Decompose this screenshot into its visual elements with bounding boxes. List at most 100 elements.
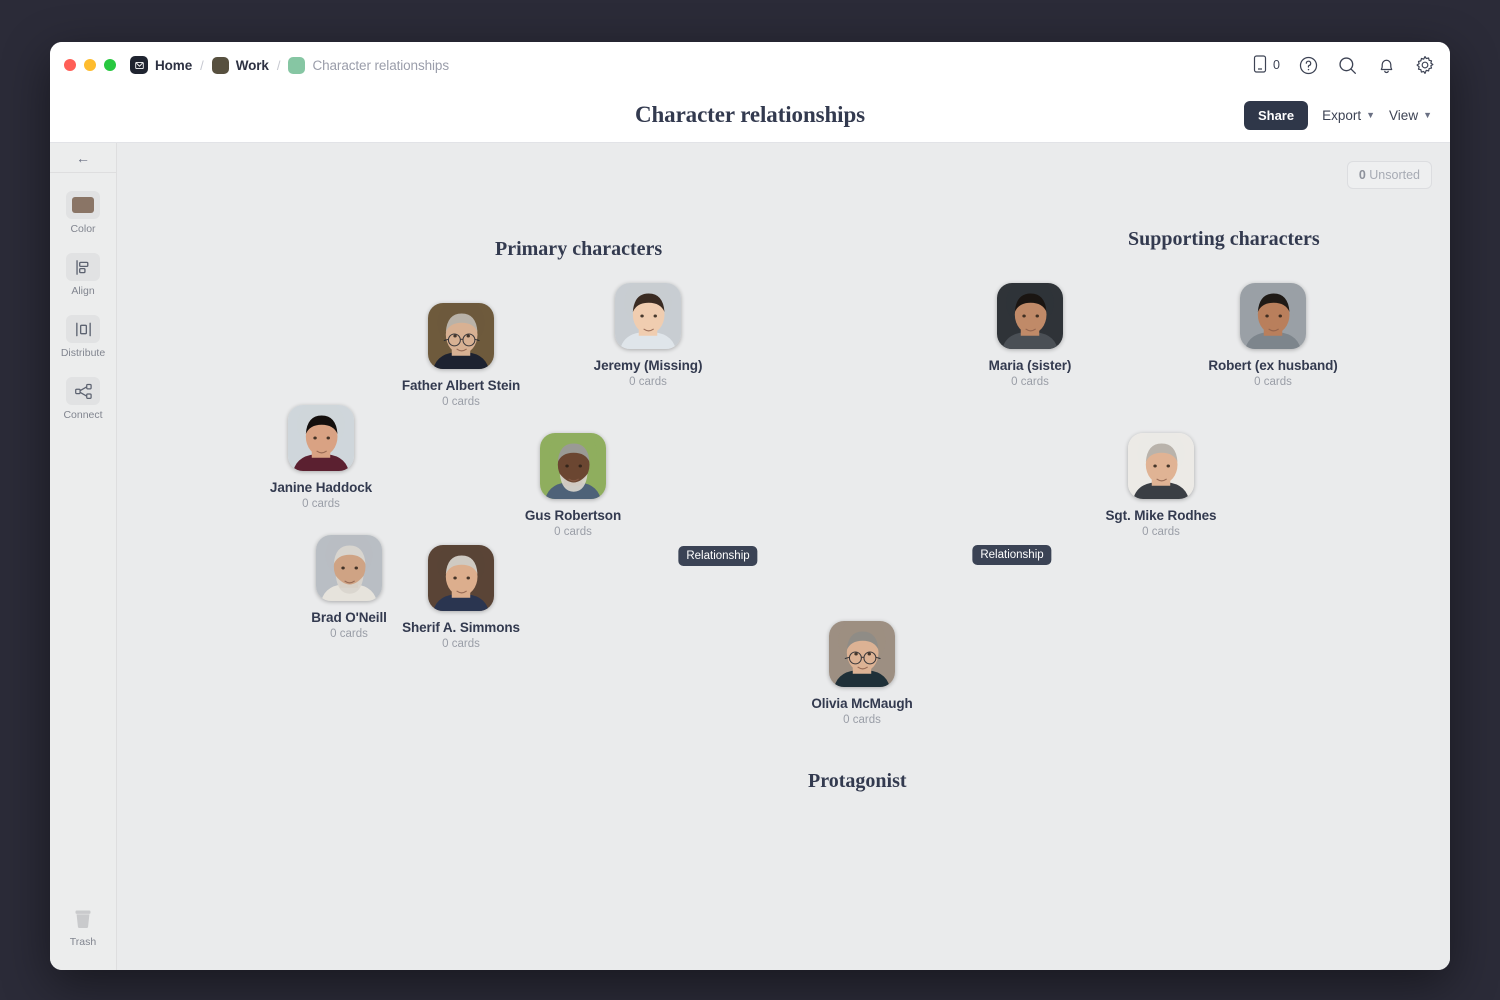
character-name-olivia-mcmaugh: Olivia McMaugh xyxy=(811,696,913,711)
tool-color-label: Color xyxy=(70,223,96,235)
close-window-button[interactable] xyxy=(64,59,76,71)
notifications-bell-icon[interactable] xyxy=(1375,54,1397,76)
breadcrumb: Home / Work / Character relationships xyxy=(130,56,449,74)
tool-color[interactable]: Color xyxy=(50,191,116,235)
character-name-sgt-mike-rodhes: Sgt. Mike Rodhes xyxy=(1105,508,1217,523)
export-menu-button[interactable]: Export ▼ xyxy=(1322,108,1375,123)
character-cards-father-albert-stein: 0 cards xyxy=(442,396,480,408)
breadcrumb-item-home[interactable]: Home xyxy=(130,56,192,74)
document-header: Character relationships Share Export ▼ V… xyxy=(50,88,1450,143)
trash-button[interactable]: Trash xyxy=(50,904,116,948)
collapse-sidebar-button[interactable]: ← xyxy=(50,143,116,173)
breadcrumb-label-work: Work xyxy=(235,57,269,73)
avatar-brad-oneill[interactable] xyxy=(316,535,382,601)
character-node-olivia-mcmaugh[interactable]: Olivia McMaugh 0 cards xyxy=(787,621,937,726)
character-name-jeremy-missing: Jeremy (Missing) xyxy=(593,358,703,373)
connector-layer xyxy=(117,143,417,293)
tool-align[interactable]: Align xyxy=(50,253,116,297)
tool-connect[interactable]: Connect xyxy=(50,377,116,421)
breadcrumb-label-project: Character relationships xyxy=(312,57,449,73)
character-cards-robert-ex-husband: 0 cards xyxy=(1254,376,1292,388)
avatar-sgt-mike-rodhes[interactable] xyxy=(1128,433,1194,499)
avatar-gus-robertson[interactable] xyxy=(540,433,606,499)
tool-connect-label: Connect xyxy=(63,409,103,421)
character-node-sgt-mike-rodhes[interactable]: Sgt. Mike Rodhes 0 cards xyxy=(1086,433,1236,538)
character-cards-gus-robertson: 0 cards xyxy=(554,526,592,538)
window-body: ← Color Align xyxy=(50,143,1450,970)
color-swatch-icon xyxy=(66,191,100,219)
character-node-robert-ex-husband[interactable]: Robert (ex husband) 0 cards xyxy=(1198,283,1348,388)
relationship-label-gus-olivia[interactable]: Relationship xyxy=(678,546,758,566)
character-cards-jeremy-missing: 0 cards xyxy=(629,376,667,388)
minimize-window-button[interactable] xyxy=(84,59,96,71)
settings-gear-icon[interactable] xyxy=(1414,54,1436,76)
chevron-down-icon: ▼ xyxy=(1366,110,1376,120)
window-titlebar: Home / Work / Character relationships xyxy=(50,42,1450,88)
section-title-supporting: Supporting characters xyxy=(1128,228,1320,250)
character-name-robert-ex-husband: Robert (ex husband) xyxy=(1208,358,1338,373)
search-icon[interactable] xyxy=(1336,54,1358,76)
avatar-jeremy-missing[interactable] xyxy=(615,283,681,349)
character-cards-sgt-mike-rodhes: 0 cards xyxy=(1142,526,1180,538)
maximize-window-button[interactable] xyxy=(104,59,116,71)
arrow-left-icon: ← xyxy=(76,149,90,166)
titlebar-actions: 0 xyxy=(1252,54,1436,77)
character-cards-olivia-mcmaugh: 0 cards xyxy=(843,714,881,726)
character-node-gus-robertson[interactable]: Gus Robertson 0 cards xyxy=(498,433,648,538)
section-title-protagonist: Protagonist xyxy=(808,770,907,792)
tools-sidebar: ← Color Align xyxy=(50,143,117,970)
header-actions: Share Export ▼ View ▼ xyxy=(1243,100,1450,130)
character-cards-janine-haddock: 0 cards xyxy=(302,498,340,510)
breadcrumb-separator-2: / xyxy=(276,57,281,73)
avatar-sherif-a-simmons[interactable] xyxy=(428,545,494,611)
connect-icon xyxy=(66,377,100,405)
distribute-icon xyxy=(66,315,100,343)
avatar-janine-haddock[interactable] xyxy=(288,405,354,471)
breadcrumb-item-work[interactable]: Work xyxy=(211,56,269,74)
board-canvas[interactable]: 0 Unsorted Primary characters Supporting … xyxy=(117,143,1450,970)
avatar-father-albert-stein[interactable] xyxy=(428,303,494,369)
app-window: Home / Work / Character relationships xyxy=(50,42,1450,970)
character-name-janine-haddock: Janine Haddock xyxy=(269,480,373,495)
section-title-primary: Primary characters xyxy=(495,238,663,260)
chevron-down-icon-2: ▼ xyxy=(1423,110,1432,120)
breadcrumb-label-home: Home xyxy=(155,57,193,73)
project-swatch-icon xyxy=(288,56,306,74)
unsorted-badge[interactable]: 0 Unsorted xyxy=(1346,161,1432,189)
tool-distribute[interactable]: Distribute xyxy=(50,315,116,359)
tool-distribute-label: Distribute xyxy=(60,347,106,359)
cards-count-icon xyxy=(1252,54,1268,77)
breadcrumb-item-project[interactable]: Character relationships xyxy=(288,56,449,74)
tool-align-label: Align xyxy=(71,285,95,297)
folder-swatch-icon xyxy=(211,56,229,74)
unsorted-count: 0 xyxy=(1358,168,1366,182)
help-icon[interactable] xyxy=(1297,54,1319,76)
character-node-maria-sister[interactable]: Maria (sister) 0 cards xyxy=(955,283,1105,388)
share-button[interactable]: Share xyxy=(1243,100,1309,130)
breadcrumb-separator: / xyxy=(200,57,204,73)
view-label: View xyxy=(1389,107,1419,123)
character-cards-maria-sister: 0 cards xyxy=(1011,376,1049,388)
avatar-maria-sister[interactable] xyxy=(997,283,1063,349)
character-name-gus-robertson: Gus Robertson xyxy=(524,508,622,523)
avatar-robert-ex-husband[interactable] xyxy=(1240,283,1306,349)
character-node-father-albert-stein[interactable]: Father Albert Stein 0 cards xyxy=(386,303,536,408)
character-cards-brad-oneill: 0 cards xyxy=(330,628,368,640)
export-label: Export xyxy=(1322,107,1362,123)
trash-label: Trash xyxy=(69,936,97,948)
cards-count[interactable]: 0 xyxy=(1252,54,1280,77)
character-node-jeremy-missing[interactable]: Jeremy (Missing) 0 cards xyxy=(573,283,723,388)
avatar-olivia-mcmaugh[interactable] xyxy=(829,621,895,687)
view-menu-button[interactable]: View ▼ xyxy=(1389,108,1432,123)
trash-icon xyxy=(66,904,100,932)
character-name-maria-sister: Maria (sister) xyxy=(988,358,1072,373)
page-title: Character relationships xyxy=(634,102,866,127)
character-name-sherif-a-simmons: Sherif A. Simmons xyxy=(402,620,520,635)
align-icon xyxy=(66,253,100,281)
character-name-father-albert-stein: Father Albert Stein xyxy=(401,378,521,393)
relationship-label-mike-olivia[interactable]: Relationship xyxy=(972,545,1052,565)
character-node-janine-haddock[interactable]: Janine Haddock 0 cards xyxy=(246,405,396,510)
